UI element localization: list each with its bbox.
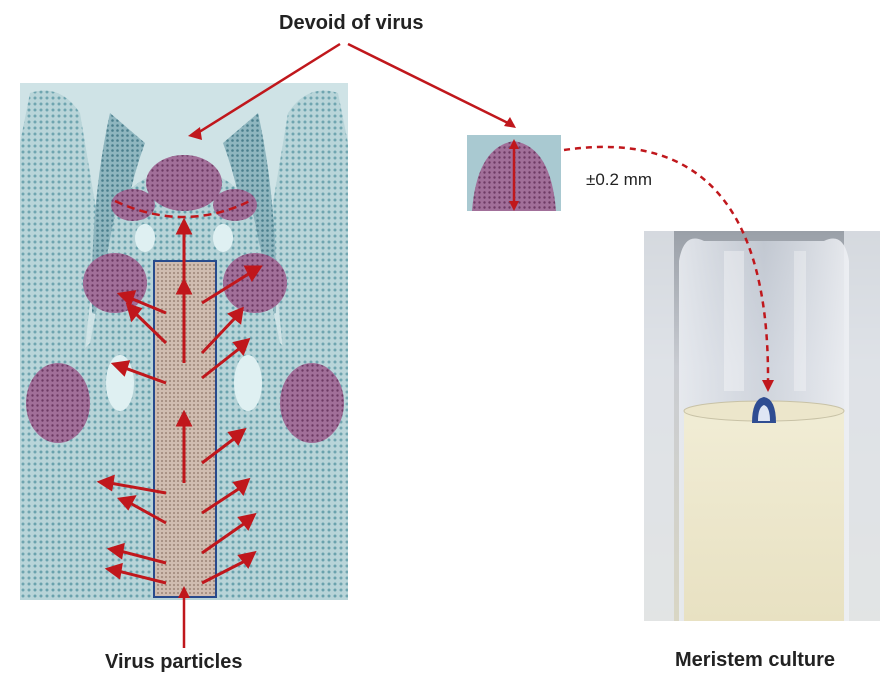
arrow-inset-to-culture	[564, 147, 768, 382]
arrow-to-apex-inset	[348, 44, 514, 126]
arrow-to-tissue-apex	[196, 44, 340, 134]
